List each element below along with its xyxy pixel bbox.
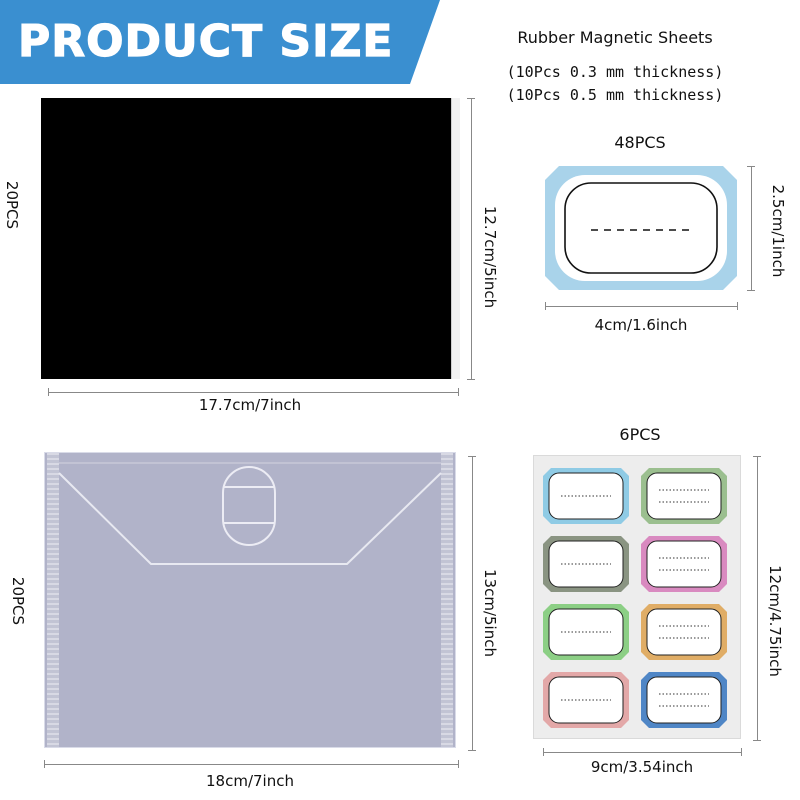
envelope-flap-line (58, 472, 442, 565)
banner-title: PRODUCT SIZE (17, 15, 394, 67)
envelope-height-label: 13cm/5inch (481, 569, 499, 657)
single-label-inner (564, 182, 718, 274)
single-height-tick-bottom (747, 290, 755, 291)
sheet-width-label: 9cm/3.54inch (590, 758, 694, 776)
single-width-tick-right (737, 302, 738, 310)
envelope-right-strip (441, 453, 453, 747)
small-label (641, 604, 727, 660)
envelope-image (44, 452, 456, 748)
small-label (641, 672, 727, 728)
small-label (543, 672, 629, 728)
small-label-inner (646, 540, 722, 588)
envelope-height-tick-bottom (468, 750, 476, 751)
banner-shape (0, 0, 440, 84)
magnetic-sheet-image (41, 98, 451, 379)
small-label-inner (646, 608, 722, 656)
single-width-line (545, 306, 737, 307)
single-label-count: 48PCS (614, 133, 666, 152)
small-label (543, 604, 629, 660)
small-label-inner (646, 676, 722, 724)
sheet-height-line (757, 456, 758, 740)
magnetic-width-tick-left (48, 388, 49, 396)
label-grid (543, 468, 727, 728)
small-label-inner (646, 472, 722, 520)
envelope-count: 20PCS (9, 576, 27, 626)
envelope-height-tick-top (468, 456, 476, 457)
sheet-width-line (543, 752, 741, 753)
single-width-label: 4cm/1.6inch (594, 316, 688, 334)
header-line-3: (10Pcs 0.5 mm thickness) (506, 86, 724, 104)
magnetic-width-label: 17.7cm/7inch (198, 396, 302, 414)
small-label (543, 468, 629, 524)
sheet-height-label: 12cm/4.75inch (766, 565, 784, 677)
label-sheet-image (533, 455, 741, 739)
header-line-1: Rubber Magnetic Sheets (517, 28, 713, 47)
envelope-width-label: 18cm/7inch (206, 772, 294, 790)
envelope-flap (58, 462, 442, 565)
magnetic-sheet-edge (451, 98, 460, 379)
sheet-width-tick-right (741, 748, 742, 756)
label-sheet-count: 6PCS (619, 425, 661, 444)
magnetic-height-tick-bottom (467, 379, 475, 380)
magnetic-width-line (48, 392, 458, 393)
envelope-width-line (44, 764, 458, 765)
sheet-height-tick-top (753, 456, 761, 457)
small-label (641, 536, 727, 592)
envelope-width-tick-right (458, 760, 459, 768)
envelope-closure (222, 466, 276, 546)
envelope-width-tick-left (44, 760, 45, 768)
magnetic-height-label: 12.7cm/5inch (481, 205, 499, 309)
magnetic-height-line (471, 98, 472, 379)
magnetic-width-tick-right (458, 388, 459, 396)
small-label (641, 468, 727, 524)
single-label-image (545, 166, 737, 290)
sheet-width-tick-left (543, 748, 544, 756)
sheet-height-tick-bottom (753, 740, 761, 741)
small-label (543, 536, 629, 592)
envelope-height-line (472, 456, 473, 750)
single-height-line (751, 166, 752, 290)
single-height-tick-top (747, 166, 755, 167)
magnetic-sheet-count: 20PCS (3, 180, 21, 230)
title-banner (0, 0, 440, 84)
single-width-tick-left (545, 302, 546, 310)
header-line-2: (10Pcs 0.3 mm thickness) (506, 63, 724, 81)
magnetic-height-tick-top (467, 98, 475, 99)
envelope-left-strip (47, 453, 59, 747)
single-height-label: 2.5cm/1inch (769, 184, 787, 278)
